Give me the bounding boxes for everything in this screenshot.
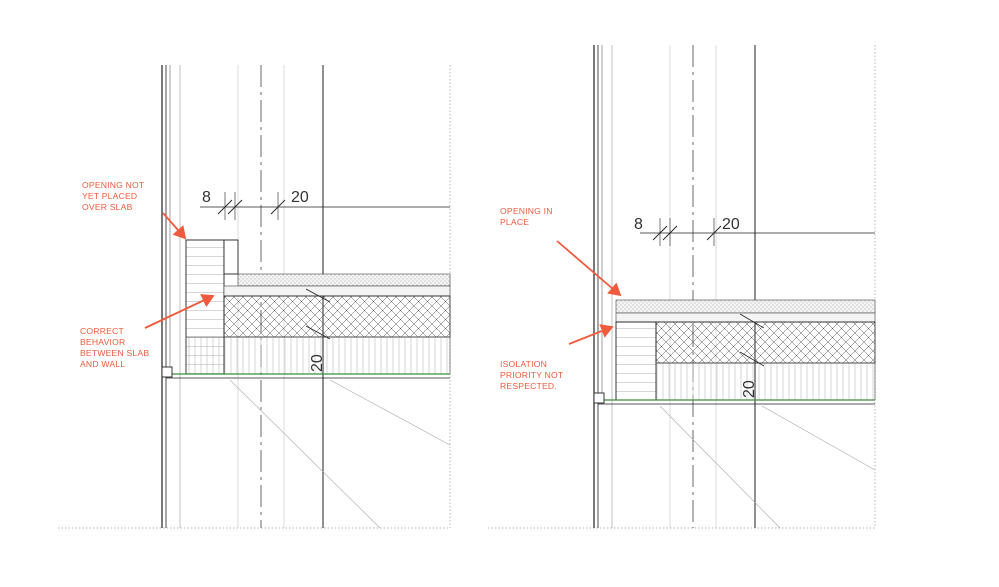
dimension-vertical-20: 20: [741, 380, 758, 398]
wall-junction: [593, 392, 605, 404]
dimension-8: 8: [202, 189, 211, 206]
wall-junction: [161, 366, 173, 378]
dimension-8: 8: [634, 216, 643, 233]
insulation-layer: [223, 295, 451, 338]
screed-layer: [237, 273, 451, 287]
screed-layer: [615, 299, 876, 314]
left-detail: 8 20 20: [58, 65, 451, 529]
note-opening-in-place: OPENING IN PLACE: [500, 206, 553, 227]
arrow-icon: [556, 240, 622, 297]
note-correct-behavior: CORRECT BEHAVIOR BETWEEN SLAB AND WALL: [80, 326, 150, 369]
opening-block: [615, 321, 657, 401]
arrow-icon: [568, 324, 614, 345]
note-opening-not-placed: OPENING NOT YET PLACED OVER SLAB: [82, 180, 145, 212]
arrow-icon: [162, 212, 187, 240]
dimension-20: 20: [291, 189, 309, 206]
arrow-icon: [144, 294, 215, 329]
dimension-20: 20: [722, 216, 740, 233]
slab-layer: [655, 362, 876, 401]
slab-layer: [185, 336, 451, 375]
right-detail: 8 20 20: [488, 45, 876, 529]
insulation-layer: [655, 321, 876, 364]
dimension-vertical-20: 20: [309, 354, 326, 372]
note-isolation-priority: ISOLATION PRIORITY NOT RESPECTED.: [500, 359, 564, 391]
